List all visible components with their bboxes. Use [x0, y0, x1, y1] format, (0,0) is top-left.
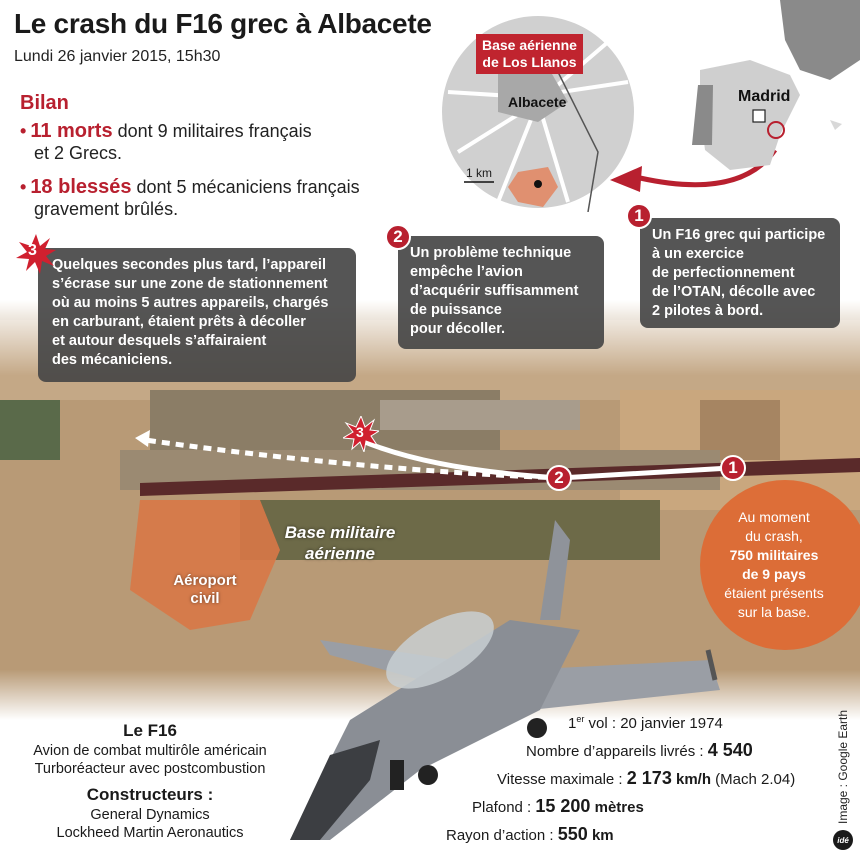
- step-1-line: à un exercice: [652, 246, 744, 262]
- page-subtitle: Lundi 26 janvier 2015, 15h30: [14, 48, 221, 65]
- makers-title: Constructeurs :: [86, 785, 214, 804]
- albacete-marker-icon: [767, 121, 785, 139]
- step-2-badge: 2: [385, 224, 411, 250]
- presence-line: de 9 pays: [742, 566, 806, 582]
- delivered-label: Nombre d’appareils livrés :: [526, 743, 708, 760]
- ceiling-value: 15 200: [535, 796, 591, 816]
- step-3-line: des mécaniciens.: [52, 352, 173, 368]
- spec-delivered: Nombre d’appareils livrés : 4 540: [526, 740, 753, 761]
- maker-item: Lockheed Martin Aeronautics: [56, 825, 244, 841]
- maker-item: General Dynamics: [90, 807, 210, 823]
- presence-line: du crash,: [745, 528, 803, 544]
- presence-line: sur la base.: [737, 604, 811, 620]
- f16-jet-illustration: [290, 520, 720, 840]
- f16-engine: Turboréacteur avec postcombustion: [34, 761, 266, 777]
- callout-step-2: Un problème technique empêche l’avion d’…: [398, 236, 604, 349]
- first-flight-prefix: 1: [568, 715, 577, 732]
- presence-line: 750 militaires: [729, 547, 819, 563]
- ceiling-unit: mètres: [590, 799, 644, 816]
- step-2-line: empêche l’avion: [410, 264, 523, 280]
- step-1-line: de perfectionnement: [652, 265, 795, 281]
- step-3-line: et autour desquels s’affairaient: [52, 333, 267, 349]
- path-marker-2: 2: [546, 465, 572, 491]
- callout-step-3: Quelques secondes plus tard, l’appareil …: [38, 248, 356, 382]
- crash-site-number: 3: [356, 424, 364, 440]
- spec-range: Rayon d’action : 550 km: [446, 824, 614, 845]
- step-3-line: où au moins 5 autres appareils, chargés: [52, 295, 329, 311]
- bullet-icon: •: [20, 121, 27, 141]
- base-militaire-line2: aérienne: [305, 544, 375, 563]
- spec-first-flight: 1er vol : 20 janvier 1974: [568, 714, 723, 732]
- bullet-icon: •: [20, 177, 27, 197]
- aerial-photo: [0, 300, 860, 720]
- range-value: 550: [557, 824, 588, 844]
- madrid-marker-icon: [752, 109, 766, 123]
- step-1-line: 2 pilotes à bord.: [652, 303, 764, 319]
- first-flight-sup: er: [576, 714, 585, 724]
- step-3-number: 3: [28, 242, 37, 259]
- base-militaire-label: Base militaire aérienne: [270, 522, 410, 564]
- speed-value: 2 173: [626, 768, 672, 788]
- spec-ceiling: Plafond : 15 200 mètres: [472, 796, 644, 817]
- deaths-count: 11 morts: [30, 120, 113, 142]
- explosion-icon: [16, 234, 56, 274]
- f16-description: Avion de combat multirôle américain: [33, 743, 267, 759]
- ceiling-label: Plafond :: [472, 799, 536, 816]
- injured-detail: dont 5 mécaniciens français: [131, 177, 360, 197]
- base-label-line1: Base aérienne: [482, 37, 577, 53]
- ide-logo: idé: [833, 830, 853, 850]
- step-2-line: pour décoller.: [410, 321, 506, 337]
- delivered-value: 4 540: [707, 740, 753, 760]
- range-unit: km: [587, 827, 614, 844]
- step-1-badge: 1: [626, 203, 652, 229]
- page-title: Le crash du F16 grec à Albacete: [14, 8, 432, 39]
- presence-line: étaient présents: [724, 585, 824, 601]
- bilan-injured: •18 blessés dont 5 mécaniciens français …: [20, 176, 420, 220]
- step-2-line: de puissance: [410, 302, 502, 318]
- callout-step-1: Un F16 grec qui participe à un exercice …: [640, 218, 840, 328]
- portugal-shape: [692, 85, 713, 145]
- arrow-head-icon: [135, 430, 150, 447]
- spain-map: [692, 0, 860, 170]
- base-label: Base aérienne de Los Llanos: [476, 34, 583, 74]
- presence-circle: Au moment du crash, 750 militaires de 9 …: [700, 480, 860, 650]
- spec-speed: Vitesse maximale : 2 173 km/h (Mach 2.04…: [497, 768, 795, 789]
- path-marker-1: 1: [720, 455, 746, 481]
- speed-unit: km/h: [671, 771, 712, 788]
- crash-trajectory: [359, 437, 731, 481]
- madrid-label: Madrid: [738, 88, 791, 105]
- step-2-line: d’acquérir suffisamment: [410, 283, 579, 299]
- f16-name: Le F16: [123, 721, 177, 740]
- injured-count: 18 blessés: [30, 176, 132, 198]
- deaths-detail: dont 9 militaires français: [112, 121, 312, 141]
- step-3-line: Quelques secondes plus tard, l’appareil: [52, 257, 326, 273]
- base-militaire-line1: Base militaire: [284, 523, 396, 542]
- presence-line: Au moment: [738, 509, 810, 525]
- first-flight-label: vol : 20 janvier 1974: [584, 715, 723, 732]
- crash-site-explosion-icon: [343, 416, 379, 452]
- aeroport-line1: Aéroport: [173, 572, 237, 589]
- aeroport-civil-label: Aéroport civil: [165, 572, 245, 608]
- bilan-title: Bilan: [20, 92, 69, 114]
- spain-shape: [700, 60, 800, 170]
- deaths-continuation: et 2 Grecs.: [34, 143, 123, 163]
- f16-info: Le F16 Avion de combat multirôle américa…: [0, 720, 300, 842]
- injured-continuation: gravement brûlés.: [34, 199, 179, 219]
- aeroport-line2: civil: [190, 590, 220, 607]
- arrow-head-icon: [610, 166, 642, 192]
- speed-note: (Mach 2.04): [711, 771, 796, 788]
- albacete-label: Albacete: [508, 94, 567, 110]
- step-1-line: Un F16 grec qui participe: [652, 227, 826, 243]
- step-2-line: Un problème technique: [410, 245, 572, 261]
- step-3-line: s’écrase sur une zone de stationnement: [52, 276, 328, 292]
- step-3-line: en carburant, étaient prêts à décoller: [52, 314, 306, 330]
- speed-label: Vitesse maximale :: [497, 771, 627, 788]
- base-label-line2: de Los Llanos: [482, 54, 577, 70]
- bilan-deaths: •11 morts dont 9 militaires français et …: [20, 120, 420, 164]
- step-1-line: de l’OTAN, décolle avec: [652, 284, 816, 300]
- range-label: Rayon d’action :: [446, 827, 558, 844]
- scale-label: 1 km: [466, 166, 493, 180]
- image-credit: Image : Google Earth: [836, 709, 850, 824]
